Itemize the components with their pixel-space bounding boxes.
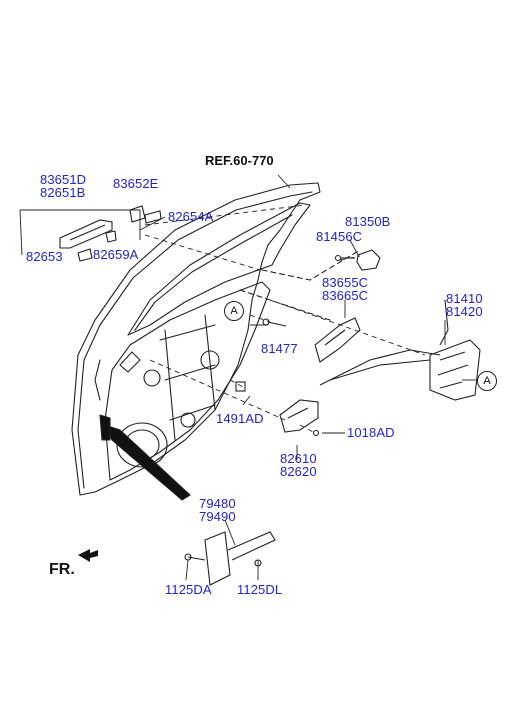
part-label-81410[interactable]: 81410 bbox=[446, 291, 483, 306]
part-label-82620[interactable]: 82620 bbox=[280, 464, 317, 479]
front-arrow bbox=[78, 549, 98, 562]
part-label-79480[interactable]: 79480 bbox=[199, 496, 236, 511]
part-label-83655C[interactable]: 83655C bbox=[322, 275, 369, 290]
part-label-1491AD[interactable]: 1491AD bbox=[216, 411, 264, 426]
callout-a-left: A bbox=[224, 301, 244, 321]
callout-a-right: A bbox=[477, 371, 497, 391]
part-label-1125DA[interactable]: 1125DA bbox=[165, 582, 212, 597]
part-label-83652E[interactable]: 83652E bbox=[113, 176, 159, 191]
door-checker bbox=[204, 531, 231, 586]
door-shell bbox=[71, 182, 321, 496]
part-label-81420[interactable]: 81420 bbox=[446, 304, 483, 319]
part-label-82659A[interactable]: 82659A bbox=[93, 247, 139, 262]
part-label-83665C[interactable]: 83665C bbox=[322, 288, 369, 303]
door-latch bbox=[429, 339, 481, 401]
part-label-83651D[interactable]: 83651D bbox=[40, 172, 87, 187]
front-direction-label: FR. bbox=[49, 561, 75, 578]
inner-handle bbox=[279, 399, 319, 433]
part-label-82610[interactable]: 82610 bbox=[280, 451, 317, 466]
part-label-79490[interactable]: 79490 bbox=[199, 509, 236, 524]
part-label-81477[interactable]: 81477 bbox=[261, 341, 298, 356]
reference-label[interactable]: REF.60-770 bbox=[205, 153, 274, 168]
part-label-82653[interactable]: 82653 bbox=[26, 249, 63, 264]
window-frame bbox=[127, 202, 311, 336]
part-label-1018AD[interactable]: 1018AD bbox=[347, 425, 395, 440]
part-label-1125DL[interactable]: 1125DL bbox=[237, 582, 283, 597]
part-label-81456C[interactable]: 81456C bbox=[316, 229, 363, 244]
part-label-81350B[interactable]: 81350B bbox=[345, 214, 391, 229]
outside-handle-part bbox=[59, 219, 113, 249]
part-label-82654A[interactable]: 82654A bbox=[168, 209, 214, 224]
part-label-82651B[interactable]: 82651B bbox=[40, 185, 86, 200]
